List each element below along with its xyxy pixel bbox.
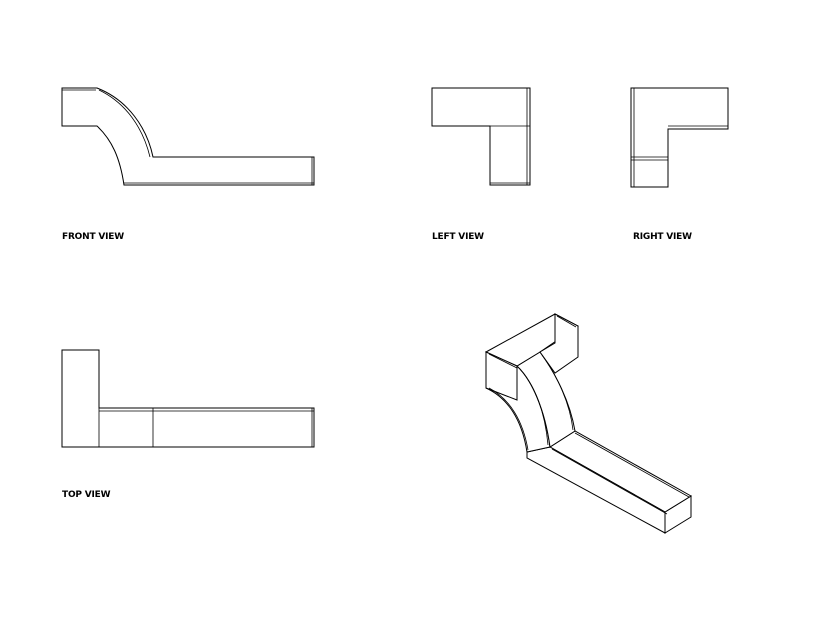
front-view-label: FRONT VIEW <box>62 232 124 242</box>
left-view-label: LEFT VIEW <box>432 232 484 242</box>
right-view <box>630 87 729 188</box>
top-view <box>61 349 315 448</box>
right-view-label: RIGHT VIEW <box>633 232 692 242</box>
top-view-label: TOP VIEW <box>62 490 111 500</box>
left-view <box>431 87 531 186</box>
front-view <box>61 87 315 186</box>
isometric-view <box>484 313 692 534</box>
